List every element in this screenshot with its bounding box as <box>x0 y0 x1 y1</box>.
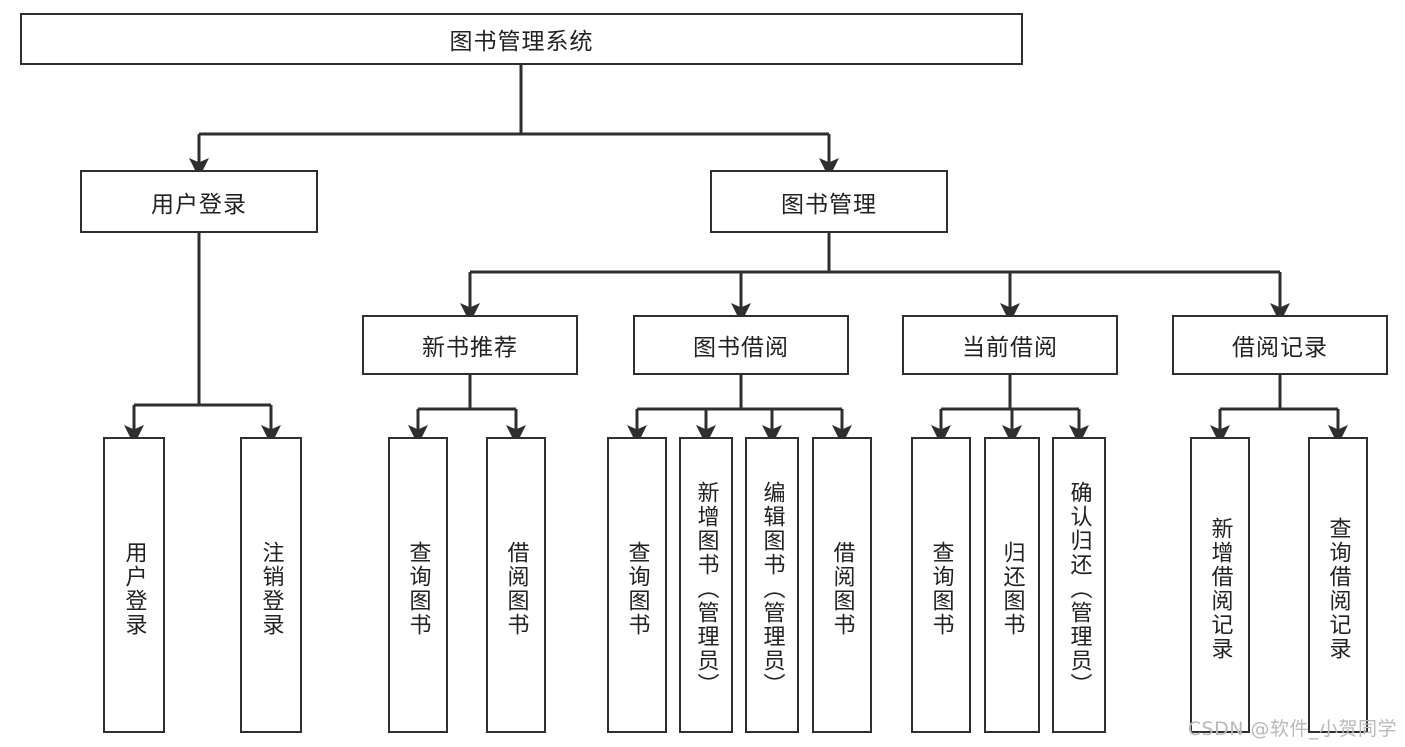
node-new-book-rec[interactable]: 新书推荐 <box>362 315 578 375</box>
node-label: 当前借阅 <box>962 335 1058 361</box>
node-leaf-add-book-admin[interactable]: 新增图书（管理员） <box>679 437 733 733</box>
node-leaf-user-login[interactable]: 用户登录 <box>103 437 165 733</box>
node-label: 借阅图书 <box>829 541 855 637</box>
node-label: 新书推荐 <box>422 335 518 361</box>
node-label: 用户登录 <box>121 541 147 637</box>
node-leaf-confirm-return-admin[interactable]: 确认归还（管理员） <box>1052 437 1106 733</box>
node-root[interactable]: 图书管理系统 <box>20 13 1023 65</box>
node-leaf-query-book-borrow[interactable]: 查询图书 <box>607 437 667 733</box>
node-leaf-borrow-book-rec[interactable]: 借阅图书 <box>486 437 546 733</box>
node-leaf-add-borrow-record[interactable]: 新增借阅记录 <box>1190 437 1250 733</box>
node-label: 注销登录 <box>258 541 284 637</box>
node-label: 借阅图书 <box>503 541 529 637</box>
node-label: 查询图书 <box>405 541 431 637</box>
node-label: 新增借阅记录 <box>1207 517 1233 661</box>
node-leaf-edit-book-admin[interactable]: 编辑图书（管理员） <box>745 437 799 733</box>
node-label: 借阅记录 <box>1232 335 1328 361</box>
node-leaf-query-book-current[interactable]: 查询图书 <box>911 437 971 733</box>
node-leaf-borrow-book[interactable]: 借阅图书 <box>812 437 872 733</box>
node-leaf-query-book-rec[interactable]: 查询图书 <box>388 437 448 733</box>
node-label: 归还图书 <box>999 541 1025 637</box>
node-label: 图书管理系统 <box>449 29 594 55</box>
node-current-borrow[interactable]: 当前借阅 <box>902 315 1118 375</box>
node-label: 查询图书 <box>624 541 650 637</box>
node-borrow-record[interactable]: 借阅记录 <box>1172 315 1388 375</box>
node-leaf-query-borrow-record[interactable]: 查询借阅记录 <box>1308 437 1368 733</box>
node-label: 新增图书（管理员） <box>693 481 719 697</box>
node-book-borrow[interactable]: 图书借阅 <box>633 315 849 375</box>
node-leaf-user-logout[interactable]: 注销登录 <box>240 437 302 733</box>
node-label: 查询借阅记录 <box>1325 517 1351 661</box>
node-label: 图书借阅 <box>693 335 789 361</box>
node-leaf-return-book[interactable]: 归还图书 <box>984 437 1040 733</box>
node-label: 用户登录 <box>151 191 247 218</box>
node-label: 查询图书 <box>928 541 954 637</box>
node-user-login[interactable]: 用户登录 <box>80 170 318 233</box>
node-label: 确认归还（管理员） <box>1066 481 1092 697</box>
node-label: 图书管理 <box>781 191 877 218</box>
watermark-label: CSDN @软件_小贺同学 <box>1187 718 1397 740</box>
node-label: 编辑图书（管理员） <box>759 481 785 697</box>
node-book-manage[interactable]: 图书管理 <box>710 170 948 233</box>
